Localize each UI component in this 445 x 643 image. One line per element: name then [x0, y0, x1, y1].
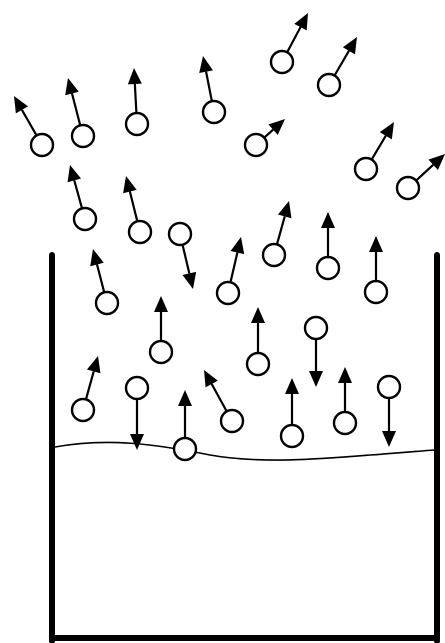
- velocity-arrow-shaft: [416, 165, 433, 181]
- velocity-arrow-shaft: [372, 136, 386, 160]
- molecule-circle: [355, 158, 377, 180]
- velocity-arrow-shaft: [206, 72, 212, 102]
- molecule-circle: [247, 353, 269, 375]
- molecule-icon: [123, 176, 151, 243]
- velocity-arrow-shaft: [287, 27, 300, 52]
- molecule-icon: [72, 356, 100, 421]
- molecule-circle: [217, 282, 239, 304]
- molecule-circle: [245, 134, 267, 156]
- velocity-arrow-icon: [343, 37, 357, 54]
- molecule-icon: [204, 370, 243, 432]
- molecule-circle: [221, 410, 243, 432]
- velocity-arrow-shaft: [230, 253, 237, 283]
- molecule-circle: [263, 244, 285, 266]
- molecule-circle: [129, 221, 151, 243]
- molecule-icon: [365, 236, 387, 303]
- velocity-arrow-icon: [154, 296, 168, 312]
- molecule-circle: [150, 341, 172, 363]
- molecule-icon: [199, 56, 225, 123]
- molecule-circle: [397, 177, 419, 199]
- velocity-arrow-icon: [278, 201, 291, 218]
- molecule-icon: [334, 367, 356, 434]
- velocity-arrow-shaft: [22, 110, 37, 136]
- molecule-icon: [65, 78, 94, 147]
- molecule-group: [14, 13, 445, 460]
- molecule-icon: [150, 296, 172, 363]
- molecule-circle: [281, 425, 303, 447]
- molecule-icon: [397, 154, 445, 199]
- molecule-icon: [169, 223, 196, 289]
- molecule-circle: [378, 376, 400, 398]
- velocity-arrow-shaft: [86, 371, 94, 399]
- velocity-arrow-shaft: [130, 192, 137, 222]
- molecule-circle: [126, 113, 148, 135]
- molecule-circle: [305, 317, 327, 339]
- molecule-icon: [14, 96, 53, 156]
- velocity-arrow-shaft: [335, 51, 349, 76]
- molecule-icon: [245, 119, 285, 156]
- molecule-icon: [126, 68, 148, 135]
- velocity-arrow-shaft: [277, 216, 285, 244]
- velocity-arrow-icon: [380, 122, 394, 139]
- molecule-icon: [305, 317, 327, 387]
- velocity-arrow-icon: [123, 176, 137, 193]
- molecule-icon: [318, 37, 357, 96]
- velocity-arrow-icon: [14, 96, 28, 113]
- molecule-circle: [72, 125, 94, 147]
- velocity-arrow-shaft: [264, 130, 273, 138]
- velocity-arrow-icon: [90, 249, 104, 266]
- molecule-circle: [334, 412, 356, 434]
- molecule-icon: [247, 307, 269, 375]
- molecule-icon: [317, 212, 339, 279]
- velocity-arrow-icon: [369, 236, 383, 252]
- molecule-icon: [217, 237, 244, 304]
- molecule-icon: [271, 13, 308, 73]
- molecule-icon: [263, 201, 291, 266]
- molecule-circle: [317, 257, 339, 279]
- velocity-arrow-icon: [251, 307, 265, 323]
- velocity-arrow-icon: [128, 68, 142, 84]
- velocity-arrow-icon: [321, 212, 335, 228]
- velocity-arrow-icon: [87, 356, 100, 373]
- velocity-arrow-shaft: [212, 384, 227, 411]
- velocity-arrow-icon: [68, 165, 81, 182]
- velocity-arrow-shaft: [183, 245, 190, 274]
- velocity-arrow-icon: [285, 378, 299, 394]
- velocity-arrow-shaft: [72, 93, 80, 125]
- molecule-circle: [174, 438, 196, 460]
- velocity-arrow-shaft: [135, 84, 137, 113]
- velocity-arrow-icon: [309, 371, 323, 387]
- liquid-surface-icon: [55, 442, 434, 460]
- velocity-arrow-icon: [382, 431, 396, 447]
- molecule-icon: [378, 376, 400, 447]
- molecule-circle: [72, 399, 94, 421]
- molecule-circle: [271, 51, 293, 73]
- velocity-arrow-icon: [183, 272, 197, 289]
- velocity-arrow-icon: [338, 367, 352, 383]
- velocity-arrow-icon: [231, 237, 245, 254]
- molecule-icon: [90, 249, 118, 314]
- molecule-circle: [169, 223, 191, 245]
- velocity-arrow-icon: [65, 78, 79, 95]
- molecule-icon: [126, 377, 148, 450]
- molecule-circle: [203, 101, 225, 123]
- molecule-circle: [74, 208, 96, 230]
- velocity-arrow-icon: [130, 434, 144, 450]
- molecule-circle: [365, 281, 387, 303]
- molecule-circle: [318, 74, 340, 96]
- molecule-icon: [281, 378, 303, 447]
- molecule-circle: [96, 292, 118, 314]
- velocity-arrow-shaft: [97, 264, 104, 292]
- velocity-arrow-icon: [199, 56, 213, 73]
- molecule-circle: [126, 377, 148, 399]
- velocity-arrow-shaft: [74, 180, 82, 208]
- molecule-icon: [355, 122, 394, 180]
- molecule-icon: [68, 165, 96, 230]
- molecule-icon: [174, 390, 196, 460]
- molecule-circle: [31, 134, 53, 156]
- velocity-arrow-icon: [178, 390, 192, 406]
